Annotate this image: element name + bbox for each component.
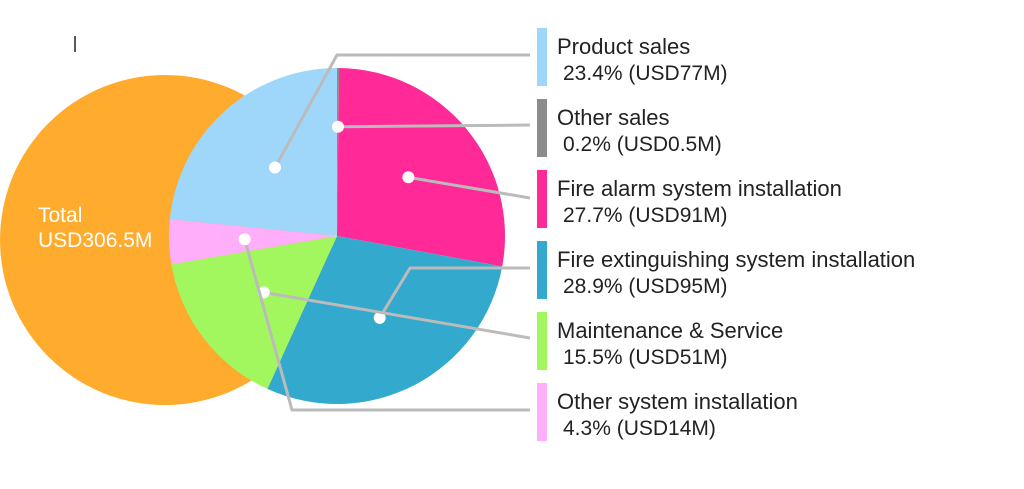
legend-swatch-other-sales — [537, 99, 547, 157]
leader-line-maintenance-and-service — [263, 290, 531, 340]
legend-label-maintenance-and-service: Maintenance & Service — [557, 318, 783, 343]
legend-value-maintenance-and-service: 15.5% (USD51M) — [563, 346, 728, 369]
legend-swatch-fire-alarm-system-installation — [537, 170, 547, 228]
leader-line-fire-alarm-system-installation — [408, 175, 531, 200]
pie-slice-maintenance-and-service — [171, 236, 337, 389]
legend-value-fire-extinguishing-system-installation: 28.9% (USD95M) — [563, 275, 728, 298]
total-value: USD306.5M — [38, 229, 152, 252]
pie-slice-fire-alarm-system-installation — [337, 68, 506, 267]
pie-slices — [169, 67, 506, 405]
leader-dot-fire-extinguishing-system-installation — [373, 311, 386, 324]
legend-swatch-fire-extinguishing-system-installation — [537, 241, 547, 299]
legend: Product sales 23.4% (USD77M) Other sales 0.… — [537, 28, 915, 441]
leader-line-fire-extinguishing-system-installation — [378, 266, 530, 319]
pie-slice-product-sales — [169, 68, 337, 236]
leader-lines — [238, 53, 531, 412]
legend-swatch-product-sales — [537, 28, 547, 86]
legend-swatch-maintenance-and-service — [537, 312, 547, 370]
legend-swatch-other-system-installation — [537, 383, 547, 441]
legend-label-other-system-installation: Other system installation — [557, 389, 798, 414]
total-label: Total — [38, 204, 82, 227]
legend-value-other-sales: 0.2% (USD0.5M) — [563, 133, 722, 156]
pie-slice-other-system-installation — [169, 219, 337, 265]
leader-line-product-sales — [273, 53, 530, 169]
leader-dot-product-sales — [269, 161, 281, 174]
leader-dot-other-system-installation — [238, 233, 251, 246]
legend-label-fire-alarm-system-installation: Fire alarm system installation — [557, 176, 842, 201]
pie-slice-other-sales — [337, 67, 340, 236]
legend-value-product-sales: 23.4% (USD77M) — [563, 62, 728, 85]
leader-line-other-system-installation — [243, 238, 530, 412]
leader-line-other-sales — [337, 123, 531, 129]
legend-label-product-sales: Product sales — [557, 34, 690, 59]
legend-value-fire-alarm-system-installation: 27.7% (USD91M) — [563, 204, 728, 227]
legend-label-fire-extinguishing-system-installation: Fire extinguishing system installation — [557, 247, 915, 272]
legend-value-other-system-installation: 4.3% (USD14M) — [563, 417, 716, 440]
legend-label-other-sales: Other sales — [557, 105, 670, 130]
leader-dot-other-sales — [332, 120, 344, 133]
leader-dot-fire-alarm-system-installation — [402, 171, 415, 184]
